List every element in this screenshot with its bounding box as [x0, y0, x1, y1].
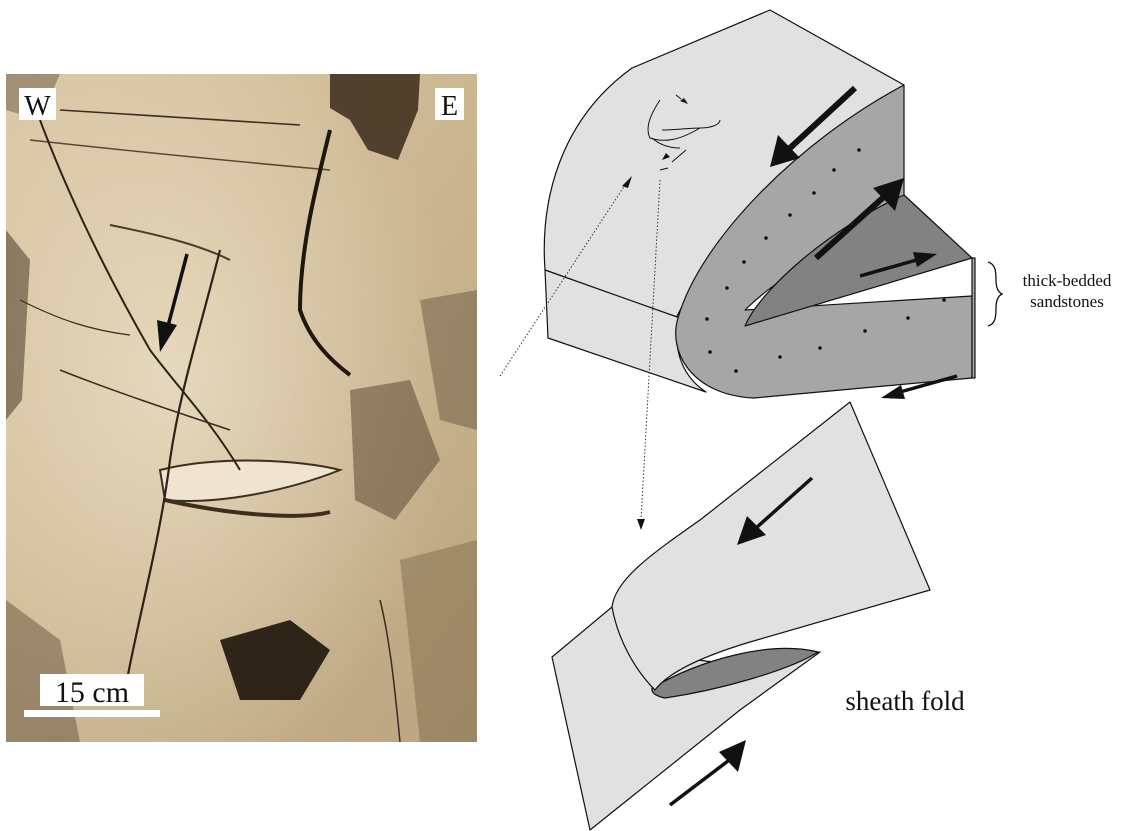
scale-bar [24, 710, 160, 717]
block-end-face [972, 258, 975, 378]
bracket [988, 262, 1002, 326]
sheath-fold-diagram [552, 402, 930, 830]
label-w: W [24, 91, 51, 122]
sheath-upper-sheet [612, 402, 930, 690]
leader-arrowhead-2 [637, 519, 645, 530]
sheath-fold-caption: sheath fold [845, 686, 965, 716]
scale-bar-label: 15 cm [55, 676, 129, 709]
label-e: E [441, 91, 458, 122]
fold-block-diagram [544, 10, 975, 398]
bracket-label-line1: thick-bedded [1023, 271, 1112, 290]
bracket-label-line2: sandstones [1030, 292, 1104, 311]
outcrop-photo [6, 74, 477, 742]
